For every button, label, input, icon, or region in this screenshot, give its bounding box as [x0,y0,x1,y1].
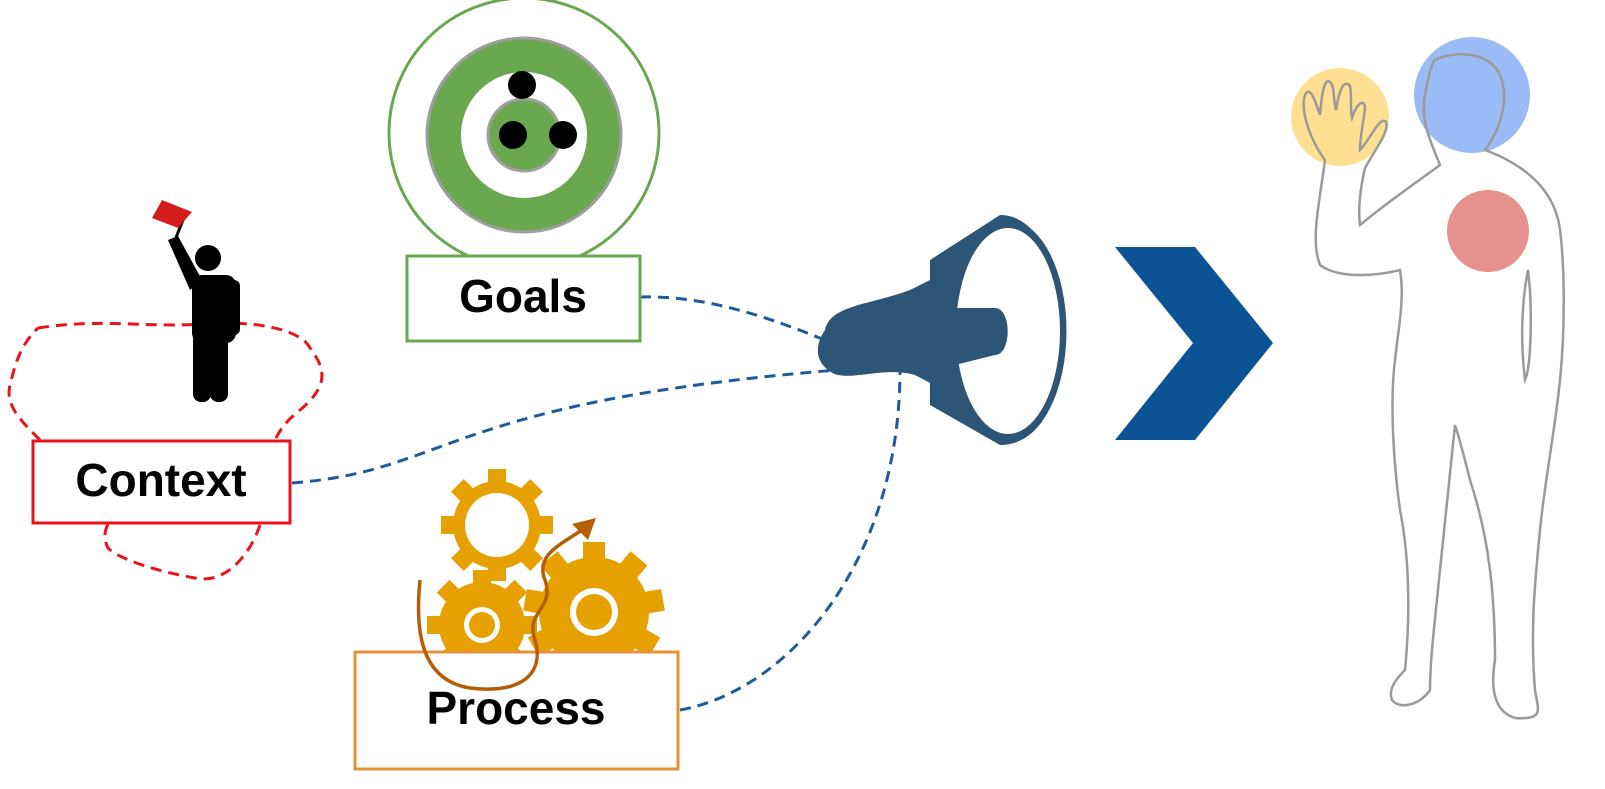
context-box: Context [31,439,292,525]
hand-highlight [1291,68,1389,166]
heart-highlight [1447,190,1529,272]
chevron-right-icon [1115,247,1273,440]
target-dot [549,121,577,149]
goals-connector [639,295,861,357]
head-highlight [1414,37,1530,153]
process-box: Process [353,650,680,771]
process-arrow [416,518,596,691]
target-dot [499,121,527,149]
gear-top [441,469,553,581]
goals-label: Goals [459,270,587,322]
process-connector [679,369,902,712]
context-boundary [7,321,324,581]
process-label: Process [426,682,605,734]
target-dot [508,71,536,99]
human-figure-icon [1291,37,1565,720]
person-with-flag-icon [152,200,240,402]
context-label: Context [75,454,246,506]
target-icon [387,0,661,270]
body-outline [1302,53,1565,720]
connectors [291,295,906,712]
gears-icon [427,469,665,682]
goals-box: Goals [405,254,642,343]
megaphone-icon [817,215,1067,445]
context-connector [291,363,906,485]
